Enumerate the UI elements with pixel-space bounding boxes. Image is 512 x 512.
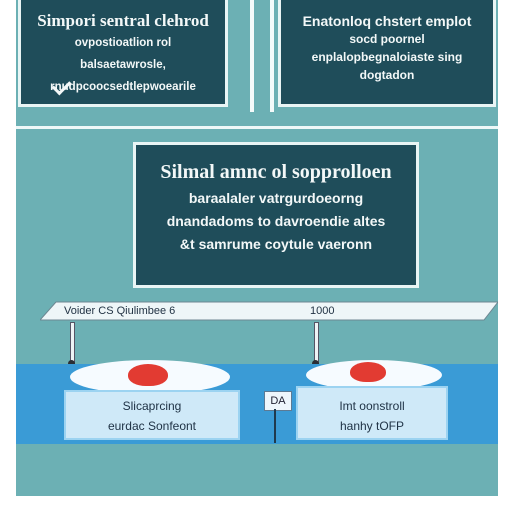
center-stem [274, 409, 276, 443]
card-title: Enatonloq chstert emplot [302, 13, 472, 29]
card-top-left: Simpori sentral clehrod ovpostioatlion r… [18, 0, 228, 107]
ruler-bar: Voider CS Qiulimbee 6 1000 [40, 300, 498, 322]
card-line: &t samrume coytule vaeronn [179, 236, 373, 252]
base-strip [16, 444, 498, 496]
bay-line: eurdac Sonfeont [107, 419, 197, 433]
divider-left [250, 0, 254, 112]
card-center: Silmal amnc ol sopprolloen baraalaler va… [133, 142, 419, 288]
card-line: baraalaler vatrgurdoeorng [188, 190, 364, 206]
card-top-right: Enatonloq chstert emplot socd poornel en… [278, 0, 496, 107]
bay-left: Slicaprcing eurdac Sonfeont [64, 390, 240, 440]
bay-right: Imt oonstroll hanhy tOFP [296, 386, 448, 440]
red-blob-left [128, 364, 168, 386]
center-tag: DA [264, 391, 292, 411]
divider-right [270, 0, 274, 112]
card-line: socd poornel [349, 32, 425, 46]
bay-line: hanhy tOFP [339, 419, 405, 433]
pin-right [314, 322, 319, 364]
card-line: balsaetawrosle, [80, 59, 166, 71]
red-blob-right [350, 362, 386, 382]
card-title: Simpori sentral clehrod [37, 11, 209, 30]
card-line: enplalopbegnaloiaste sing [311, 50, 463, 64]
ruler-shape [40, 301, 498, 321]
ruler-left-label: Voider CS Qiulimbee 6 [64, 305, 176, 317]
bay-line: Imt oonstroll [339, 399, 405, 413]
card-line: dnandadoms to davroendie altes [166, 213, 386, 229]
bay-line: Slicaprcing [122, 399, 182, 413]
card-line: rnudpcoocsedtlepwoearile [50, 81, 196, 93]
pin-right-dot [312, 360, 319, 367]
card-line: dogtadon [359, 68, 415, 82]
ruler-right-label: 1000 [310, 305, 335, 317]
divider-horizontal [16, 126, 498, 129]
pin-left [70, 322, 75, 364]
card-line: ovpostioatlion rol [74, 37, 172, 49]
pin-left-dot [68, 360, 75, 367]
card-title: Silmal amnc ol sopprolloen [160, 161, 392, 183]
